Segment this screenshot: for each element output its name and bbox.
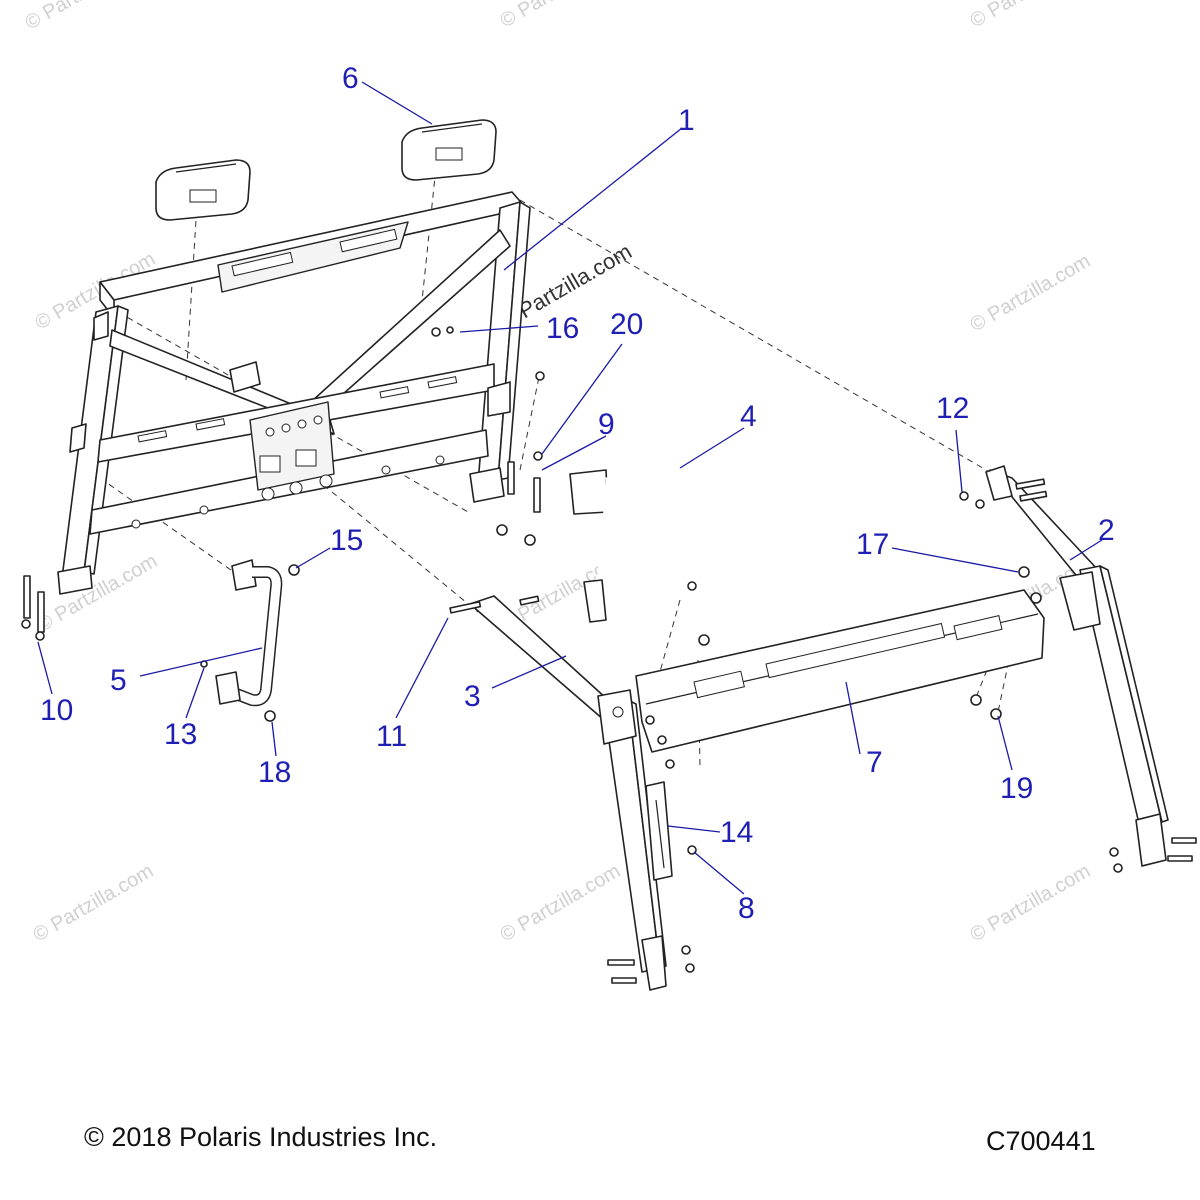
watermark: © Partzilla.com (22, 0, 150, 34)
callout-14: 14 (720, 816, 753, 849)
watermark: © Partzilla.com (497, 860, 625, 946)
callout-10: 10 (40, 694, 73, 727)
callout-7: 7 (866, 746, 883, 779)
rear-post-part-2 (985, 465, 1169, 867)
callout-20: 20 (610, 308, 643, 341)
callout-4: 4 (740, 400, 757, 433)
watermark: © Partzilla.com (497, 0, 625, 32)
callout-12: 12 (936, 392, 969, 425)
rear-frame-part-1 (57, 191, 531, 595)
callout-5: 5 (110, 664, 127, 697)
watermark: © Partzilla.com (34, 550, 162, 636)
callout-9: 9 (598, 408, 615, 441)
callout-2: 2 (1098, 514, 1115, 547)
grab-bar-part-4 (569, 469, 683, 623)
callout-11: 11 (376, 720, 407, 753)
callout-18: 18 (258, 756, 291, 789)
callout-16: 16 (546, 312, 579, 345)
copyright-notice: © 2018 Polaris Industries Inc. (84, 1122, 438, 1152)
watermark: © Partzilla.com (30, 860, 158, 946)
callout-15: 15 (330, 524, 363, 557)
watermark: © Partzilla.com (967, 250, 1095, 336)
callout-17: 17 (856, 528, 889, 561)
callout-3: 3 (464, 680, 481, 713)
callout-1: 1 (678, 104, 695, 137)
grab-bar-part-5 (215, 559, 283, 707)
callout-6: 6 (342, 62, 359, 95)
callout-8: 8 (738, 892, 755, 925)
headrest-part-6 (155, 119, 497, 221)
rear-panel-part-7 (635, 589, 1045, 753)
watermark: © Partzilla.com (967, 0, 1095, 32)
leader-lines (37, 81, 1103, 895)
callout-13: 13 (164, 718, 197, 751)
callout-19: 19 (1000, 772, 1033, 805)
watermark: © Partzilla.com (967, 860, 1095, 946)
diagram-code: C700441 (986, 1126, 1096, 1156)
watermarks: © Partzilla.com © Partzilla.com © Partzi… (22, 0, 1095, 946)
rear-post-part-3 (469, 595, 667, 991)
callout-labels: 1 2 3 4 5 6 7 8 9 10 11 12 13 14 15 16 1… (40, 62, 1115, 925)
fasteners (21, 326, 1197, 984)
bracket-part-14 (645, 781, 673, 881)
